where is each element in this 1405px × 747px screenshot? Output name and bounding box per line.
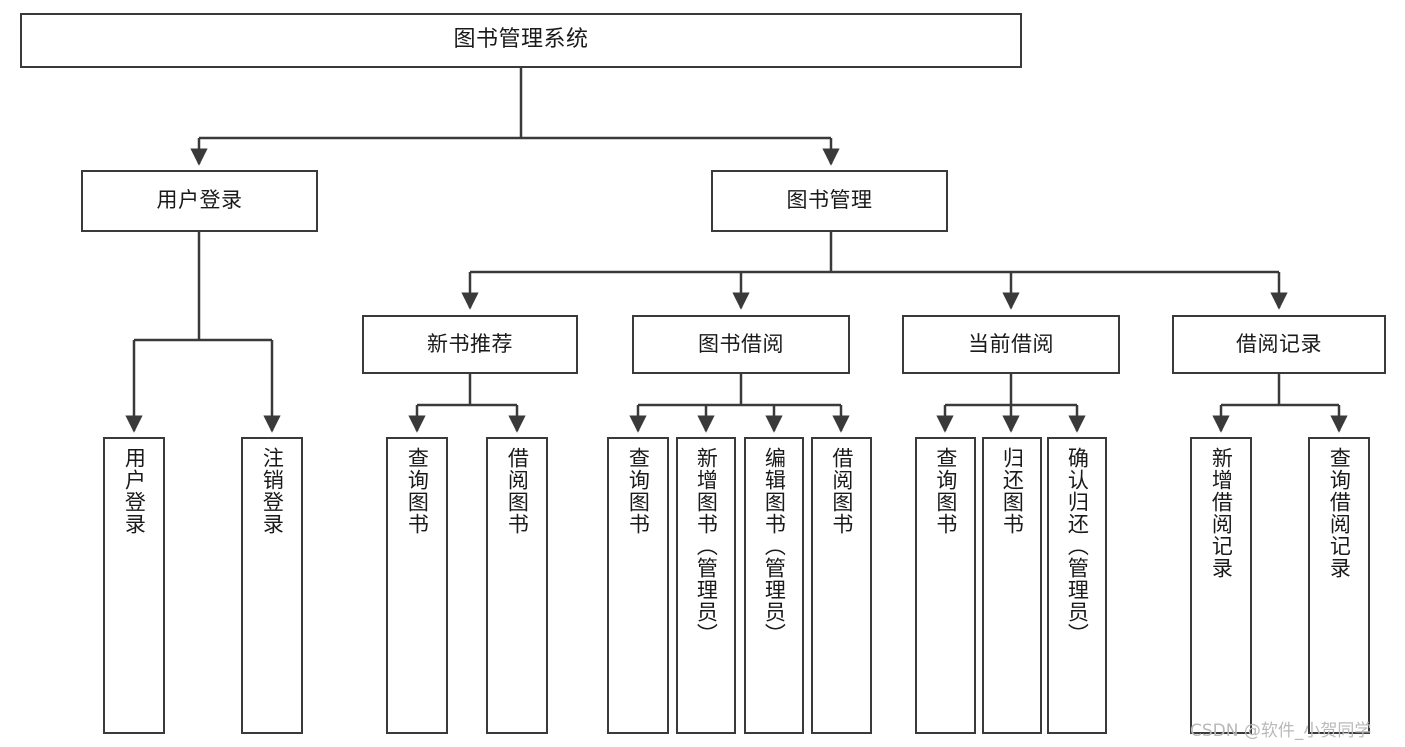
node-new-book-recommendation[interactable]: 新书推荐 — [362, 315, 578, 374]
node-label: 查询图书 — [626, 447, 651, 535]
leaf-user-login[interactable]: 用户登录 — [103, 437, 165, 734]
node-borrow-record[interactable]: 借阅记录 — [1172, 315, 1386, 374]
leaf-confirm-return-admin[interactable]: 确认归还（管理员） — [1047, 437, 1107, 734]
node-label: 借阅图书 — [829, 447, 854, 535]
node-label: 查询借阅记录 — [1327, 447, 1352, 579]
node-current-borrow[interactable]: 当前借阅 — [902, 315, 1120, 374]
leaf-query-book-current[interactable]: 查询图书 — [915, 437, 976, 734]
leaf-add-borrow-record[interactable]: 新增借阅记录 — [1190, 437, 1252, 734]
node-label: 用户登录 — [156, 188, 243, 213]
node-label: 注销登录 — [260, 447, 285, 535]
leaf-edit-book-admin[interactable]: 编辑图书（管理员） — [744, 437, 804, 734]
node-user-login[interactable]: 用户登录 — [81, 170, 318, 232]
node-label: 图书管理系统 — [453, 27, 589, 53]
node-label: 图书借阅 — [698, 331, 784, 356]
node-label: 新书推荐 — [427, 331, 513, 356]
node-label: 查询图书 — [405, 447, 430, 535]
node-label: 新增图书（管理员） — [694, 447, 719, 645]
node-label: 借阅记录 — [1236, 331, 1322, 356]
node-label: 当前借阅 — [968, 331, 1054, 356]
node-label: 确认归还（管理员） — [1065, 447, 1090, 645]
node-label: 查询图书 — [933, 447, 958, 535]
node-root-book-management-system[interactable]: 图书管理系统 — [20, 13, 1022, 68]
node-label: 新增借阅记录 — [1209, 447, 1234, 579]
leaf-query-book-new-recommendation[interactable]: 查询图书 — [386, 437, 448, 734]
watermark-csdn: CSDN @软件_小贺同学 — [1190, 721, 1372, 741]
node-label: 归还图书 — [1000, 447, 1025, 535]
node-book-borrow[interactable]: 图书借阅 — [632, 315, 850, 374]
leaf-add-book-admin[interactable]: 新增图书（管理员） — [676, 437, 736, 734]
leaf-return-book[interactable]: 归还图书 — [982, 437, 1042, 734]
node-label: 编辑图书（管理员） — [762, 447, 787, 645]
leaf-borrow-book-new-recommendation[interactable]: 借阅图书 — [486, 437, 548, 734]
node-label: 图书管理 — [786, 188, 873, 213]
node-label: 借阅图书 — [505, 447, 530, 535]
leaf-query-book-borrow[interactable]: 查询图书 — [607, 437, 669, 734]
leaf-borrow-book[interactable]: 借阅图书 — [811, 437, 872, 734]
leaf-query-borrow-record[interactable]: 查询借阅记录 — [1308, 437, 1370, 734]
node-label: 用户登录 — [122, 447, 147, 535]
node-book-management[interactable]: 图书管理 — [711, 170, 948, 232]
leaf-logout[interactable]: 注销登录 — [241, 437, 303, 734]
